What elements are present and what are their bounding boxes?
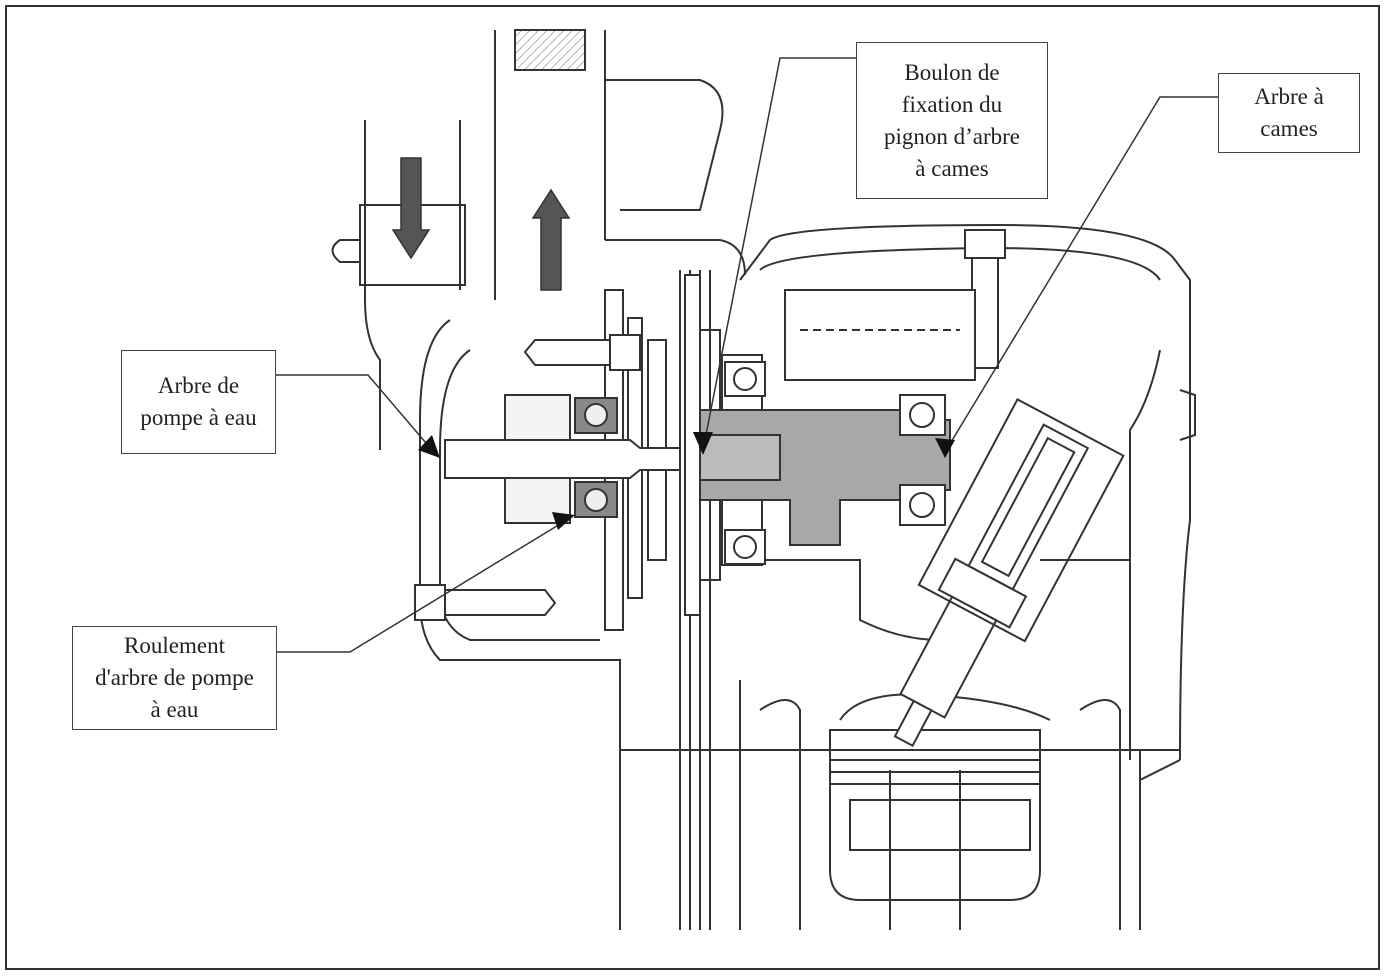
leader-lines: [276, 57, 1218, 653]
label-water-pump-bearing: Roulement d'arbre de pompe à eau: [72, 626, 277, 730]
label-line: à cames: [915, 155, 989, 181]
label-line: Arbre à: [1254, 84, 1324, 109]
bolts: [414, 229, 1006, 621]
leader-arrowheads: [418, 432, 955, 530]
label-line: pignon d’arbre: [883, 123, 1021, 149]
flow-arrows: [391, 157, 571, 291]
label-line: Roulement: [124, 633, 225, 658]
label-line: cames: [1260, 116, 1318, 141]
camshaft-bolt: [699, 434, 781, 481]
outer-border: [5, 5, 1380, 970]
label-water-pump-shaft: Arbre de pompe à eau: [121, 350, 276, 454]
label-line: Boulon de: [904, 59, 1000, 85]
label-line: à eau: [150, 697, 199, 722]
spark-plug: [893, 398, 1125, 748]
pump-shaft: [444, 394, 681, 524]
label-line: pompe à eau: [140, 405, 257, 430]
label-line: Arbre de: [157, 373, 240, 398]
label-line: d'arbre de pompe: [95, 665, 254, 690]
label-camshaft-sprocket-bolt: Boulon de fixation du pignon d’arbre à c…: [856, 42, 1048, 199]
label-camshaft: Arbre à cames: [1218, 73, 1360, 153]
label-line: fixation du: [901, 91, 1003, 117]
bearings: [574, 361, 946, 565]
